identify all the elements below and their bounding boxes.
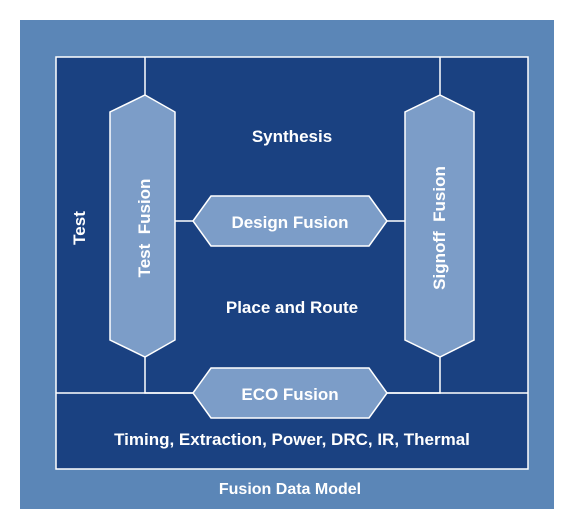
place-and-route-label: Place and Route (226, 298, 358, 317)
test-fusion-pillar (109, 94, 176, 358)
bottom-band-label: Timing, Extraction, Power, DRC, IR, Ther… (114, 430, 470, 449)
design-fusion-label: Design Fusion (231, 213, 348, 232)
fusion-data-model-label: Fusion Data Model (219, 481, 361, 498)
signoff-fusion-label: Signoff Fusion (430, 166, 449, 290)
eco-fusion-hexagon (192, 367, 388, 419)
test-fusion-label: Test Fusion (135, 179, 154, 278)
test-label: Test (70, 211, 89, 245)
signoff-fusion-pillar (404, 94, 475, 358)
design-fusion-hexagon (192, 195, 388, 247)
synthesis-label: Synthesis (252, 127, 332, 146)
eco-fusion-label: ECO Fusion (241, 385, 338, 404)
